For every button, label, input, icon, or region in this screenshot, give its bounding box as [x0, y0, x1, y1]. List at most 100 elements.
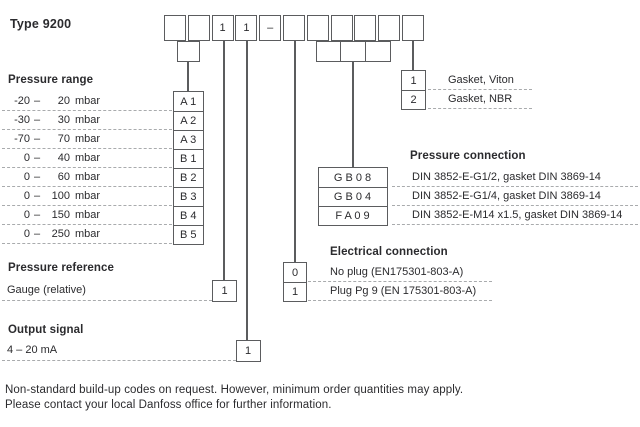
- range-high-value: 100: [51, 190, 70, 202]
- electrical-labels: No plug (EN175301-803-A)Plug Pg 9 (EN 17…: [308, 263, 492, 301]
- range-dash: –: [33, 171, 41, 183]
- gasket-row-code-cell: 2: [402, 90, 425, 109]
- range-low-value: 0: [23, 190, 30, 202]
- connector-line-pressure-reference: [222, 41, 225, 281]
- page-title: Type 9200: [10, 17, 72, 31]
- output-signal-code-box: 1: [235, 340, 261, 362]
- order-code-cell: [282, 15, 305, 41]
- range-high-value: 70: [57, 133, 70, 145]
- pressure-range-row: 0–150 mbar: [2, 206, 172, 225]
- pressure-range-code-cell: B 5: [173, 225, 203, 244]
- output-signal-row: 4 – 20 mA: [2, 341, 236, 361]
- order-code-cell: [306, 15, 329, 41]
- pressure-reference-header: Pressure reference: [8, 262, 115, 274]
- range-high-value: 40: [57, 152, 70, 164]
- connector-cell: [317, 42, 342, 61]
- pressure-range-code-cell: B 2: [173, 168, 203, 187]
- order-code-cell: 1: [235, 15, 258, 41]
- range-high-value: 250: [51, 228, 70, 240]
- range-high-value: 150: [51, 209, 70, 221]
- range-dash: –: [33, 209, 41, 221]
- pressure-connection-row-label: DIN 3852-E-M14 x1.5, gasket DIN 3869-14: [392, 206, 638, 225]
- pressure-range-row: 0–100 mbar: [2, 187, 172, 206]
- range-unit: mbar: [75, 190, 101, 202]
- electrical-connection-row-code-cell: 0: [291, 266, 299, 279]
- pressure-connection-header: Pressure connection: [410, 150, 526, 162]
- gasket-row-label: Gasket, NBR: [428, 90, 532, 109]
- pressure-connection-row-label: DIN 3852-E-G1/4, gasket DIN 3869-14: [392, 187, 638, 206]
- range-high-value: 60: [57, 171, 70, 183]
- range-unit: mbar: [75, 171, 101, 183]
- pressure-range-code-cell: A 2: [173, 111, 203, 130]
- electrical-connection-row-label: No plug (EN175301-803-A): [308, 263, 492, 282]
- order-code-cell: [330, 15, 353, 41]
- connector-cell: [341, 42, 366, 61]
- order-code-separator-cell: –: [259, 15, 282, 41]
- range-low-value: 0: [23, 171, 30, 183]
- order-code-cell: [401, 15, 424, 41]
- pressure-connection-row-code-cell: G B 0 8: [333, 171, 372, 184]
- range-low-value: 0: [23, 209, 30, 221]
- pressure-range-code-cell: A 3: [173, 130, 203, 149]
- range-dash: –: [33, 114, 41, 126]
- range-low-value: 0: [23, 228, 30, 240]
- range-unit: mbar: [75, 152, 101, 164]
- pressure-range-row: 0–250 mbar: [2, 225, 172, 244]
- pressure-range-code-cell: B 4: [173, 206, 203, 225]
- range-dash: –: [33, 95, 41, 107]
- pressure-connection-row-code-cell: G B 0 4: [318, 187, 387, 206]
- output-signal-header: Output signal: [8, 324, 84, 336]
- range-low-value: -30: [14, 114, 30, 126]
- gasket-row-code-cell: 1: [410, 74, 417, 87]
- pressure-range-row: 0– 60 mbar: [2, 168, 172, 187]
- pressure-range-row: -20– 20 mbar: [2, 92, 172, 111]
- electrical-connection-header: Electrical connection: [330, 246, 448, 258]
- range-unit: mbar: [75, 133, 101, 145]
- range-dash: –: [33, 190, 41, 202]
- range-unit: mbar: [75, 95, 101, 107]
- pressure-reference-code-box: 1: [212, 280, 237, 302]
- footer-line-2: Please contact your local Danfoss office…: [5, 399, 332, 411]
- range-dash: –: [33, 228, 41, 240]
- order-code-cell: [164, 15, 186, 41]
- range-low-value: 0: [23, 152, 30, 164]
- footer-line-1: Non-standard build-up codes on request. …: [5, 384, 464, 396]
- range-low-value: -20: [14, 95, 30, 107]
- range-dash: –: [33, 133, 41, 145]
- order-code-cell: [354, 15, 377, 41]
- pressure-range-code-cell: A 1: [180, 95, 197, 108]
- pressure-range-code-cell: B 1: [173, 149, 203, 168]
- pressure-connection-connector-boxes: [315, 41, 391, 62]
- electrical-connection-row-label: Plug Pg 9 (EN 175301-803-A): [308, 282, 492, 301]
- order-code-cell: [187, 15, 210, 41]
- range-high-value: 20: [57, 95, 70, 107]
- order-code-cell: [378, 15, 401, 41]
- connector-cell: [366, 42, 390, 61]
- range-unit: mbar: [75, 209, 101, 221]
- gasket-row-label: Gasket, Viton: [428, 71, 532, 90]
- pressure-range-connector-box: [176, 41, 200, 62]
- pressure-connection-row-label: DIN 3852-E-G1/2, gasket DIN 3869-14: [392, 168, 638, 187]
- pressure-range-code-cell: B 3: [173, 187, 203, 206]
- connector-line-pressure-connection: [352, 62, 354, 168]
- order-code-cell: 1: [211, 15, 234, 41]
- range-unit: mbar: [75, 228, 101, 240]
- connector-line-pressure-range: [187, 62, 190, 92]
- range-high-value: 30: [57, 114, 70, 126]
- pressure-range-row: 0– 40 mbar: [2, 149, 172, 168]
- connector-line-electrical-connection: [294, 41, 296, 263]
- connector-line-output-signal: [246, 41, 249, 341]
- electrical-connection-row-code-cell: 1: [284, 282, 306, 301]
- range-dash: –: [33, 152, 41, 164]
- connector-line-gasket: [412, 41, 414, 71]
